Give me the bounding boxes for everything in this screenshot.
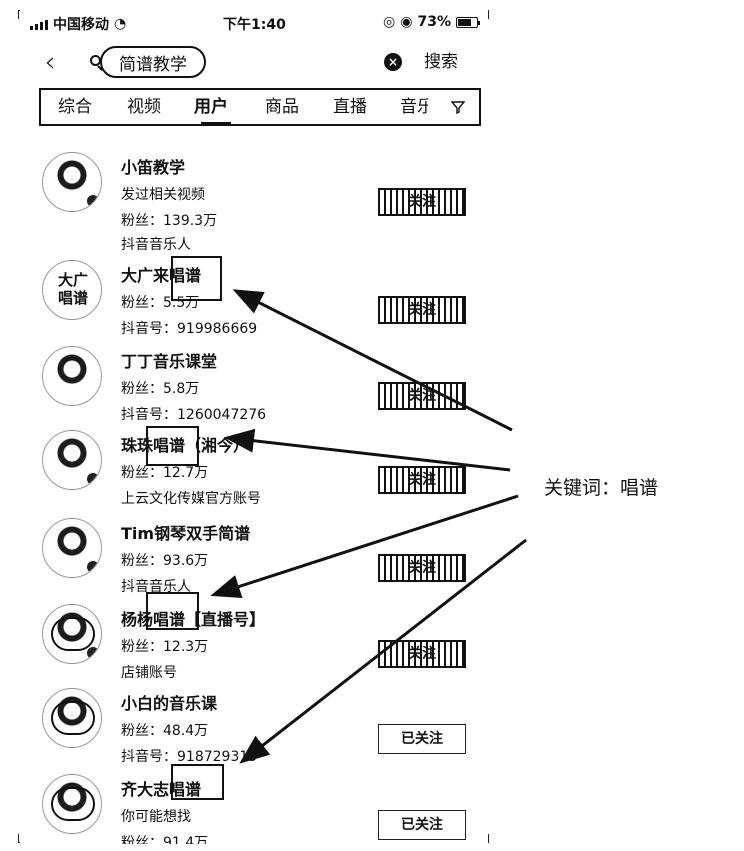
account-label: 上云文化传媒官方账号 xyxy=(121,491,261,507)
signal-icon xyxy=(30,18,48,30)
account-label: 店铺账号 xyxy=(121,665,177,681)
follow-button[interactable]: 关注 xyxy=(378,640,466,668)
user-name[interactable]: 大广来唱谱 xyxy=(121,266,202,285)
avatar[interactable] xyxy=(42,152,102,212)
result-row-user-8[interactable]: 齐大志唱谱 你可能想找 粉丝：91.4万 已关注 xyxy=(20,766,488,844)
tab-video[interactable]: 视频 xyxy=(127,97,161,117)
user-name[interactable]: 小白的音乐课 xyxy=(121,694,218,713)
phone-screen: 中国移动 ◔ 下午1:40 ◎ ◉ 73% ‹ × 搜索 综合 视频 用户 商品… xyxy=(20,8,488,844)
status-bar: 中国移动 ◔ 下午1:40 ◎ ◉ 73% xyxy=(20,8,488,38)
follow-button[interactable]: 关注 xyxy=(378,382,466,410)
douyin-id: 抖音号：1260047276 xyxy=(121,407,267,423)
result-row-user-7[interactable]: 小白的音乐课 粉丝：48.4万 抖音号：918729313 已关注 xyxy=(20,680,488,765)
user-name[interactable]: 杨杨唱谱【直播号】 xyxy=(121,610,266,629)
follower-count: 粉丝：139.3万 xyxy=(121,213,218,229)
battery-fill xyxy=(458,18,471,26)
followed-button[interactable]: 已关注 xyxy=(378,724,466,754)
battery-icon xyxy=(456,16,480,28)
battery-percent: 73% xyxy=(417,14,451,30)
avatar[interactable] xyxy=(42,774,102,834)
result-row-user-1[interactable]: 小笛教学 发过相关视频 粉丝：139.3万 抖音音乐人 关注 xyxy=(20,144,488,253)
avatar[interactable] xyxy=(42,260,102,320)
wifi-icon: ◔ xyxy=(114,16,127,32)
result-row-user-5[interactable]: Tim钢琴双手简谱 粉丝：93.6万 抖音音乐人 关注 xyxy=(20,510,488,595)
result-tabs: 综合 视频 用户 商品 直播 音乐 xyxy=(39,88,481,126)
avatar[interactable] xyxy=(42,430,102,490)
avatar[interactable] xyxy=(42,688,102,748)
result-row-user-6[interactable]: 杨杨唱谱【直播号】 粉丝：12.3万 店铺账号 关注 xyxy=(20,596,488,681)
avatar[interactable] xyxy=(42,604,102,664)
tab-music[interactable]: 音乐 xyxy=(400,97,428,117)
carrier-label: 中国移动 xyxy=(53,17,109,33)
followed-button[interactable]: 已关注 xyxy=(378,810,466,840)
follow-button[interactable]: 关注 xyxy=(378,296,466,324)
douyin-id: 抖音号：919986669 xyxy=(121,321,258,337)
user-name[interactable]: 齐大志唱谱 xyxy=(121,780,202,799)
follower-count: 粉丝：93.6万 xyxy=(121,553,209,569)
search-icon xyxy=(90,55,101,66)
avatar[interactable] xyxy=(42,518,102,578)
tab-products[interactable]: 商品 xyxy=(265,97,299,117)
follow-button[interactable]: 关注 xyxy=(378,554,466,582)
keyword-label: 关键词：唱谱 xyxy=(544,477,659,499)
user-name[interactable]: Tim钢琴双手简谱 xyxy=(121,524,251,543)
account-label: 抖音音乐人 xyxy=(121,237,191,253)
follower-count: 粉丝：91.4万 xyxy=(121,835,209,844)
account-label: 抖音音乐人 xyxy=(121,579,191,595)
filter-icon[interactable] xyxy=(451,100,465,114)
user-results: 小笛教学 发过相关视频 粉丝：139.3万 抖音音乐人 关注 大广来唱谱 粉丝：… xyxy=(20,134,488,844)
orientation-lock-icon: ◎ xyxy=(383,14,396,30)
user-note: 发过相关视频 xyxy=(121,187,205,203)
follower-count: 粉丝：5.8万 xyxy=(121,381,200,397)
recommendation-note: 你可能想找 xyxy=(121,809,191,825)
result-row-user-2[interactable]: 大广来唱谱 粉丝：5.5万 抖音号：919986669 关注 xyxy=(20,252,488,337)
user-name[interactable]: 丁丁音乐课堂 xyxy=(121,352,218,371)
follower-count: 粉丝：12.3万 xyxy=(121,639,209,655)
active-tab-underline xyxy=(201,122,231,124)
follow-button[interactable]: 关注 xyxy=(378,466,466,494)
follower-count: 粉丝：12.7万 xyxy=(121,465,209,481)
back-icon[interactable]: ‹ xyxy=(44,45,56,78)
status-right: ◎ ◉ 73% xyxy=(383,14,480,30)
follower-count: 粉丝：5.5万 xyxy=(121,295,200,311)
status-time: 下午1:40 xyxy=(223,17,286,33)
user-name[interactable]: 珠珠唱谱（湘今） xyxy=(121,436,250,455)
tab-comprehensive[interactable]: 综合 xyxy=(58,97,92,117)
search-button[interactable]: 搜索 xyxy=(424,52,458,72)
result-row-user-4[interactable]: 珠珠唱谱（湘今） 粉丝：12.7万 上云文化传媒官方账号 关注 xyxy=(20,422,488,507)
clear-icon[interactable]: × xyxy=(384,53,402,71)
result-row-user-3[interactable]: 丁丁音乐课堂 粉丝：5.8万 抖音号：1260047276 关注 xyxy=(20,338,488,423)
filter-icon-svg xyxy=(451,101,465,114)
avatar[interactable] xyxy=(42,346,102,406)
tab-live[interactable]: 直播 xyxy=(333,97,367,117)
user-name[interactable]: 小笛教学 xyxy=(121,158,186,177)
alarm-icon: ◉ xyxy=(400,14,413,30)
status-left: 中国移动 ◔ xyxy=(30,14,126,34)
search-input[interactable] xyxy=(119,51,209,73)
follow-button[interactable]: 关注 xyxy=(378,188,466,216)
douyin-id: 抖音号：918729313 xyxy=(121,749,258,765)
follower-count: 粉丝：48.4万 xyxy=(121,723,209,739)
search-header: ‹ × 搜索 xyxy=(20,42,488,86)
tab-users[interactable]: 用户 xyxy=(194,97,228,117)
